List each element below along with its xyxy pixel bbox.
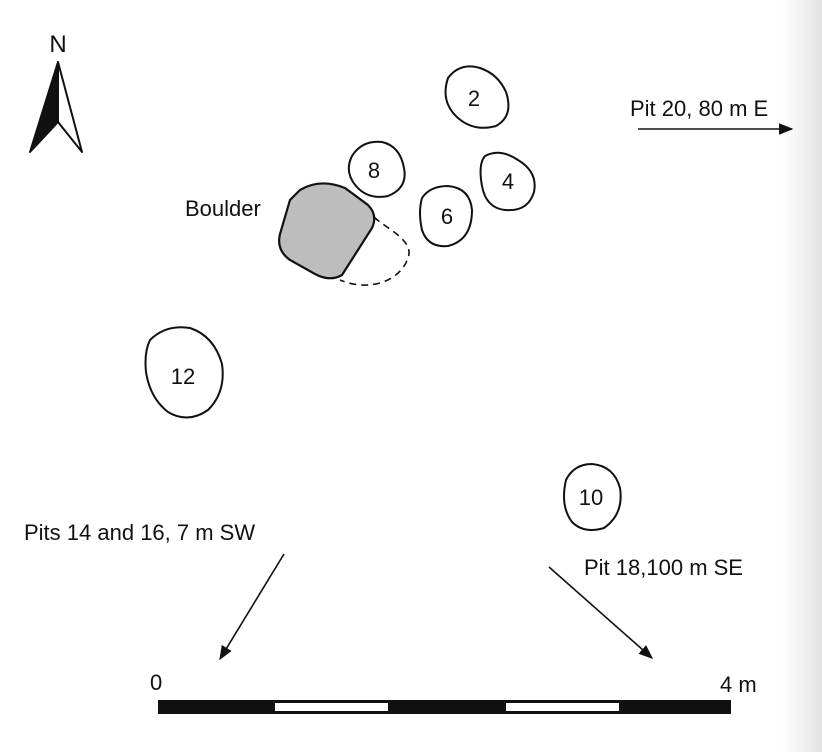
pit-8-outline xyxy=(347,140,406,198)
pit-4-label: 4 xyxy=(502,169,514,194)
southwest-arrow-icon xyxy=(219,553,285,661)
north-arrow-icon xyxy=(29,61,83,153)
pit-10-outline xyxy=(563,462,622,531)
pit-12-label: 12 xyxy=(171,364,195,389)
pit-12-outline xyxy=(144,326,224,419)
boulder-label: Boulder xyxy=(185,196,261,221)
pit-6-outline xyxy=(419,184,474,248)
boulder-outline-dashed xyxy=(339,216,410,286)
scale-bar-frame xyxy=(158,700,731,714)
pit-2-outline xyxy=(444,65,510,129)
scale-bar xyxy=(158,700,731,714)
southwest-annotation: Pits 14 and 16, 7 m SW xyxy=(24,520,255,545)
scale-bar-segment-2 xyxy=(275,703,388,711)
pit-6-label: 6 xyxy=(441,204,453,229)
scale-end-label: 4 m xyxy=(720,672,757,697)
pit-10-label: 10 xyxy=(579,485,603,510)
pit-8-label: 8 xyxy=(368,158,380,183)
boulder-shape xyxy=(278,182,376,280)
pit-2-label: 2 xyxy=(468,86,480,111)
scale-bar-segment-4 xyxy=(506,703,619,711)
pit-4-outline xyxy=(479,151,536,212)
north-label: N xyxy=(49,31,66,58)
southeast-annotation: Pit 18,100 m SE xyxy=(584,555,743,580)
scale-start-label: 0 xyxy=(150,670,162,695)
east-annotation: Pit 20, 80 m E xyxy=(630,96,768,121)
southeast-arrow-icon xyxy=(548,566,654,659)
